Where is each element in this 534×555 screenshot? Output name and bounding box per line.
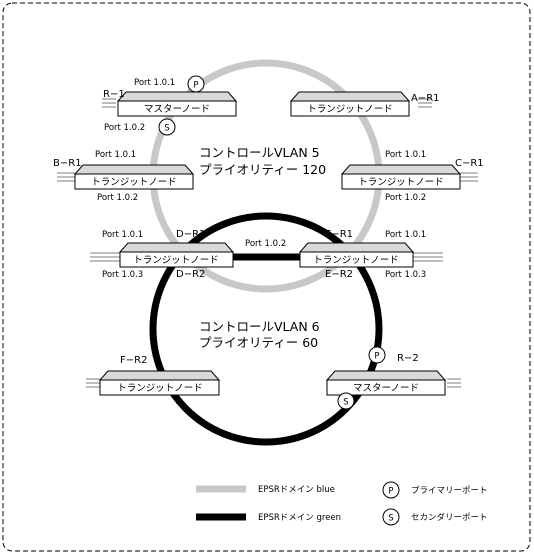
node-f-r2-role: トランジットノード — [117, 383, 203, 394]
node-d-role: トランジットノード — [133, 255, 219, 266]
node-b-r1-port-top: Port 1.0.1 — [95, 150, 136, 160]
node-d-name-top: D−R1 — [176, 229, 205, 240]
node-r2-name: R−2 — [397, 353, 419, 364]
node-r1-name: R−1 — [103, 89, 125, 100]
r1-secondary-port[interactable]: S — [158, 118, 176, 136]
node-b-r1[interactable]: トランジットノード — [57, 164, 195, 190]
ring-green — [149, 212, 383, 446]
node-f-r2-name: F−R2 — [120, 355, 147, 366]
node-d-port-bottom: Port 1.0.3 — [102, 270, 143, 280]
node-b-r1-name: B−R1 — [53, 158, 82, 169]
legend-secondary-icon — [382, 508, 400, 526]
legend-secondary-marker: S — [388, 514, 393, 524]
r2-primary-marker: P — [374, 352, 379, 362]
legend-primary-icon — [382, 481, 400, 499]
r2-secondary-marker: S — [343, 398, 348, 408]
node-r2[interactable]: マスターノード — [325, 370, 461, 396]
node-e-port-bottom: Port 1.0.3 — [385, 270, 426, 280]
r1-primary-port[interactable]: P — [187, 75, 205, 93]
r2-secondary-port[interactable]: S — [337, 392, 355, 410]
legend-primary-marker: P — [388, 487, 393, 497]
vlan-green-label: コントロールVLAN 6 — [199, 319, 320, 334]
node-c-r1-name: C−R1 — [455, 158, 484, 169]
legend-secondary-text: セカンダリーポート — [411, 512, 488, 523]
node-e-role: トランジットノード — [313, 255, 399, 266]
r1-secondary-marker: S — [164, 124, 169, 134]
node-e[interactable]: トランジットノード — [298, 242, 443, 268]
node-c-r1-port-bottom: Port 1.0.2 — [385, 193, 426, 203]
node-f-r2[interactable]: トランジットノード — [86, 370, 221, 396]
node-a-r1-role: トランジットノード — [307, 104, 393, 115]
node-r1-role: マスターノード — [144, 104, 210, 115]
node-a-r1-name: A−R1 — [411, 93, 440, 104]
node-d-port-top: Port 1.0.1 — [102, 230, 143, 240]
node-r1-port-bottom: Port 1.0.2 — [104, 123, 145, 133]
node-d[interactable]: トランジットノード — [90, 242, 235, 268]
de-link-port: Port 1.0.2 — [245, 239, 286, 249]
node-c-r1-role: トランジットノード — [358, 177, 444, 188]
vlan-blue-label: コントロールVLAN 5 — [199, 145, 320, 160]
node-c-r1-port-top: Port 1.0.1 — [385, 150, 426, 160]
node-e-port-top: Port 1.0.1 — [385, 230, 426, 240]
node-r1[interactable]: マスターノード — [102, 91, 238, 117]
legend-green-text: EPSRドメイン green — [258, 513, 341, 523]
r1-primary-marker: P — [193, 81, 198, 91]
vlan-blue-priority: プライオリティー 120 — [199, 162, 326, 177]
vlan-green-priority: プライオリティー 60 — [199, 335, 318, 350]
node-d-name-bottom: D−R2 — [176, 269, 205, 280]
node-r2-role: マスターノード — [353, 383, 419, 394]
legend-blue-text: EPSRドメイン blue — [258, 485, 335, 495]
node-a-r1[interactable]: トランジットノード — [289, 91, 432, 117]
node-e-name-bottom: E−R2 — [325, 269, 353, 280]
node-b-r1-role: トランジットノード — [91, 177, 177, 188]
r2-primary-port[interactable]: P — [368, 346, 386, 364]
node-e-name-top: E−R1 — [325, 229, 353, 240]
node-c-r1[interactable]: トランジットノード — [340, 164, 478, 190]
node-b-r1-port-bottom: Port 1.0.2 — [97, 193, 138, 203]
legend-primary-text: プライマリーポート — [411, 486, 488, 496]
node-r1-port-top: Port 1.0.1 — [134, 78, 175, 88]
legend: EPSRドメイン blue EPSRドメイン green P プライマリーポート… — [196, 481, 488, 526]
